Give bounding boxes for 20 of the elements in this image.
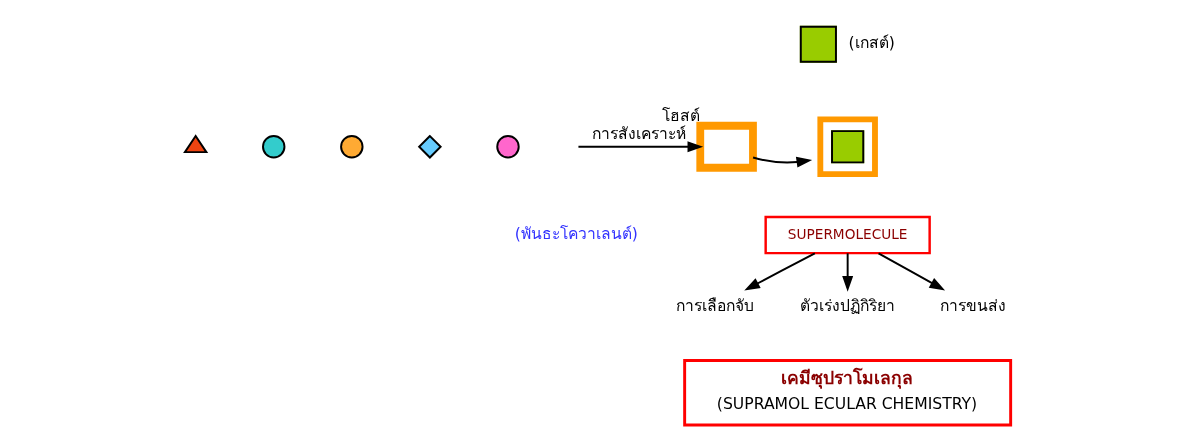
edge-label: การสังเคราะห์ [592, 124, 687, 143]
arrow [752, 156, 813, 168]
node-diamond [417, 134, 442, 159]
arrow [744, 252, 816, 291]
node-text: การขนส่ง [939, 296, 1006, 315]
node-text: ตัวเร่งปฏิกิริยา [800, 296, 896, 315]
node-text: การเลือกจับ [675, 296, 754, 315]
node-triangle [183, 134, 209, 154]
node-box [696, 121, 757, 172]
arrow [577, 141, 704, 153]
node-circle [340, 135, 364, 159]
node-label: (เกสต์) [848, 33, 895, 52]
arrow [877, 252, 946, 291]
arrow [842, 252, 854, 292]
node-circle [262, 135, 286, 159]
node-box: SUPERMOLECULE [764, 215, 931, 255]
label: (พันธะโควาเลนต์) [514, 224, 638, 243]
node-box: เคมีซุปราโมเลกุล (SUPRAMOL ECULAR CHEMISTRY) [683, 359, 1013, 427]
node-label: โฮสต์ [662, 106, 701, 125]
node-circle [496, 135, 520, 159]
